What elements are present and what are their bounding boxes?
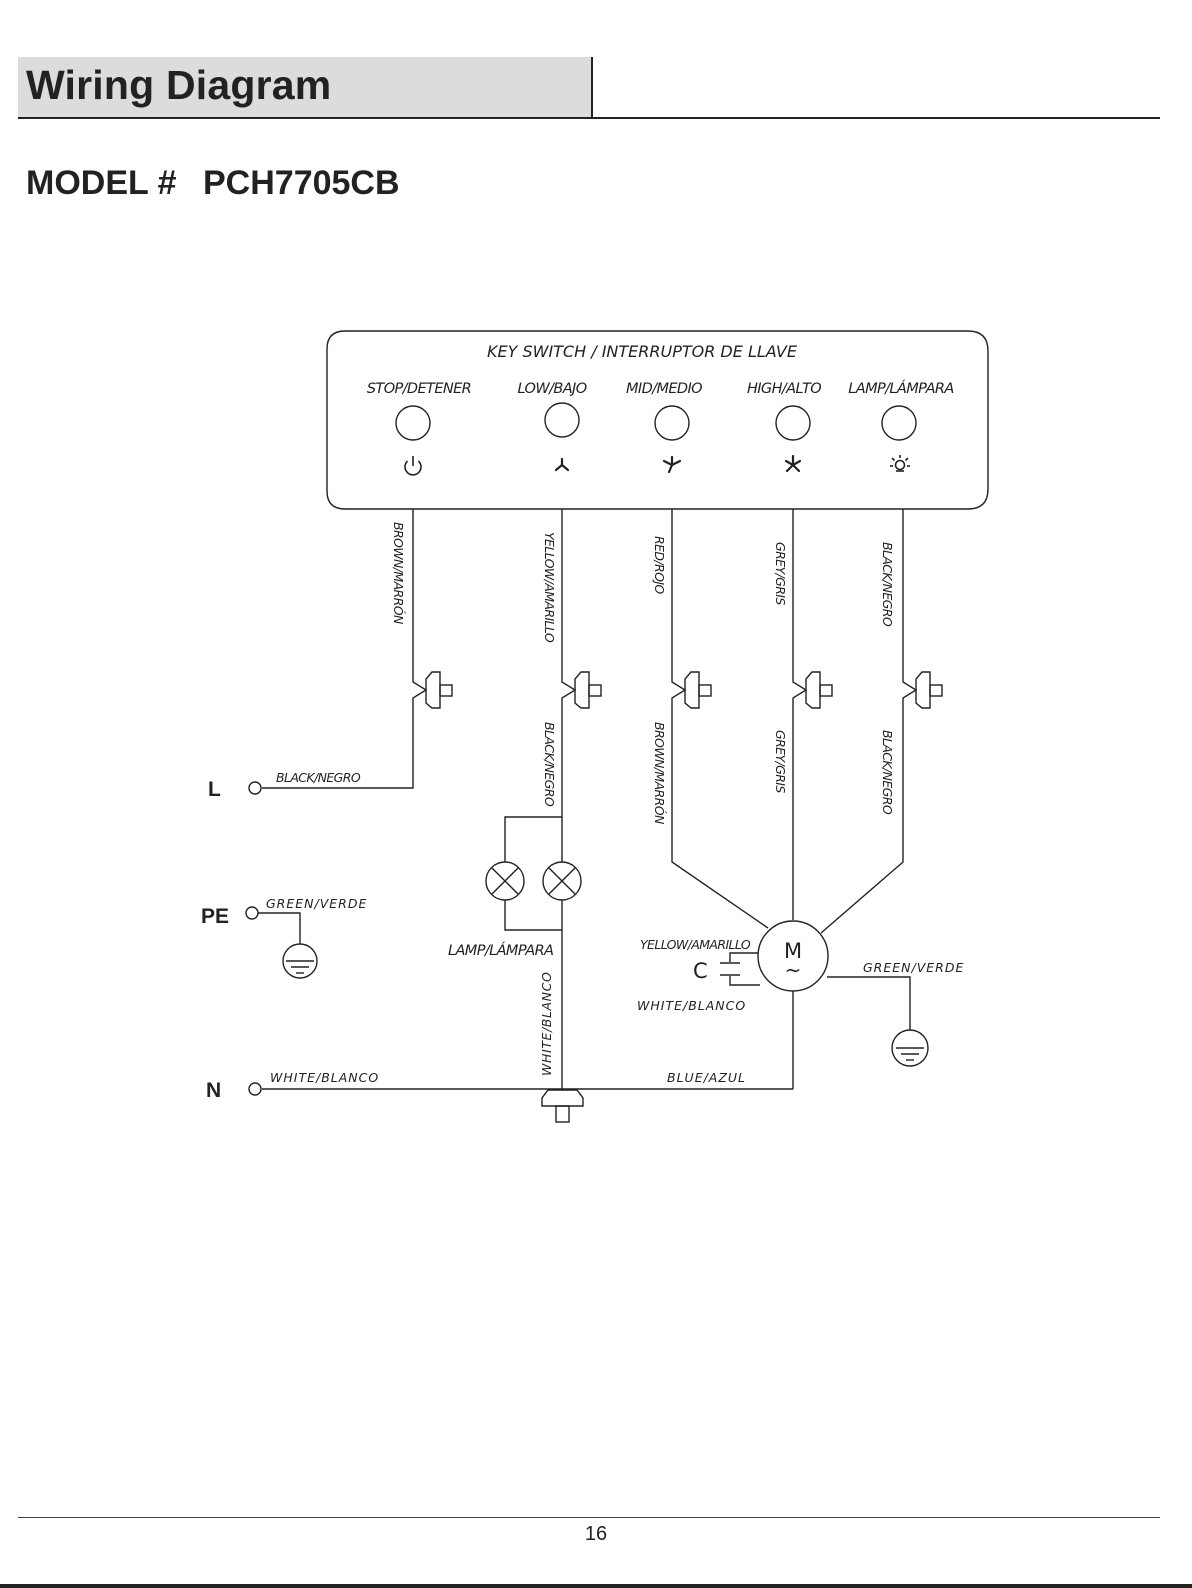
header-separator [591, 57, 593, 118]
wire-connector [412, 670, 453, 710]
terminal-label-l: L [208, 778, 221, 801]
wire-label-blue: BLUE/AZUL [667, 1070, 746, 1085]
page-number: 16 [584, 1523, 608, 1545]
ground-icon [891, 1029, 929, 1067]
capacitor-label: C [693, 959, 708, 983]
wire-label-motor-grey: GREY/GRIS [773, 730, 788, 793]
button-label-high: HIGH/ALTO [747, 381, 821, 397]
header-bar [18, 57, 592, 117]
wire-label-lamp-white: WHITE/BLANCO [539, 972, 554, 1076]
wire-label-line: BLACK/NEGRO [276, 770, 361, 785]
fan-high-icon [784, 454, 802, 473]
button-label-stop: STOP/DETENER [367, 381, 471, 397]
model-number: PCH7705CB [203, 164, 400, 202]
lamp-symbol [485, 861, 525, 901]
terminal-label-pe: PE [201, 905, 229, 928]
low-button [544, 402, 580, 438]
wire-connector [792, 670, 833, 710]
button-label-mid: MID/MEDIO [626, 381, 702, 397]
bottom-rule [0, 1584, 1192, 1588]
ground-icon [282, 943, 318, 979]
lamp-symbol [542, 861, 582, 901]
lamp-icon [890, 455, 910, 472]
key-switch-housing [326, 330, 989, 510]
lamp-label: LAMP/LÁMPARA [448, 942, 553, 959]
wire-label-neutral: WHITE/BLANCO [270, 1070, 379, 1085]
button-label-lamp: LAMP/LÁMPARA [848, 380, 953, 397]
terminal-l [248, 781, 262, 795]
high-button [775, 405, 811, 441]
lamp-button [881, 405, 917, 441]
terminal-n [248, 1082, 262, 1096]
wire-label-capacitor-white: WHITE/BLANCO [637, 998, 746, 1013]
wire-label-motor-brown: BROWN/MARRÓN [652, 722, 667, 825]
header-rule [18, 117, 1160, 119]
mid-button [654, 405, 690, 441]
wire-label-black: BLACK/NEGRO [880, 542, 895, 627]
terminal-pe [245, 906, 259, 920]
motor-symbol [757, 920, 829, 992]
terminal-label-n: N [206, 1079, 221, 1102]
power-icon [404, 456, 422, 476]
wire-label-brown: BROWN/MARRÓN [391, 522, 406, 625]
wire-label-grey: GREY/GRIS [773, 542, 788, 605]
wire-label-yellow: YELLOW/AMARILLO [542, 532, 557, 643]
wire-label-lamp-black: BLACK/NEGRO [542, 722, 557, 807]
key-switch-title: KEY SWITCH / INTERRUPTOR DE LLAVE [487, 342, 798, 361]
footer-rule [18, 1517, 1160, 1518]
wire-label-motor-ground: GREEN/VERDE [863, 960, 964, 975]
motor-symbol-label: M [784, 939, 802, 963]
model-label: MODEL # [26, 164, 177, 202]
wire-connector [902, 670, 943, 710]
wire-label-red: RED/ROJO [652, 536, 667, 594]
stop-button [395, 405, 431, 441]
wire-connector [671, 670, 712, 710]
fan-mid-icon [662, 455, 682, 474]
fan-low-icon [554, 457, 570, 472]
wire-label-ground-left: GREEN/VERDE [266, 896, 367, 911]
motor-ac-symbol: ~ [785, 958, 802, 982]
wire-connector [561, 670, 602, 710]
button-label-low: LOW/BAJO [517, 381, 586, 397]
neutral-connector [541, 1089, 584, 1123]
wire-label-motor-black: BLACK/NEGRO [880, 730, 895, 815]
page-title: Wiring Diagram [26, 62, 332, 108]
wire-label-capacitor-yellow: YELLOW/AMARILLO [640, 937, 751, 952]
